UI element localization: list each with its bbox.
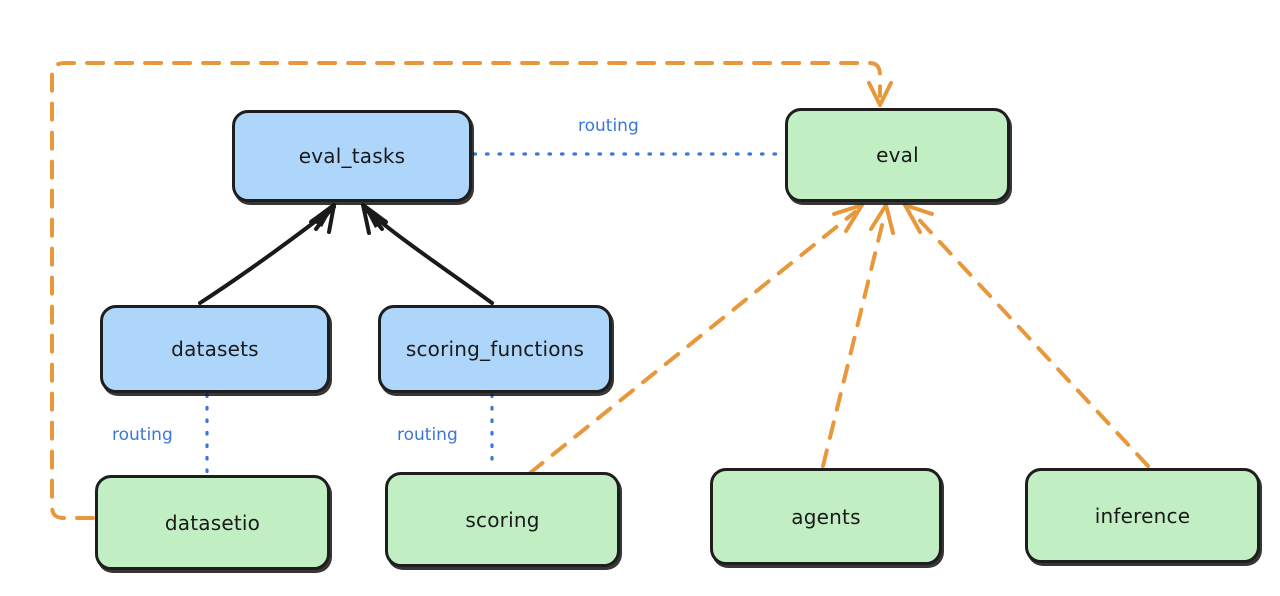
- node-label: datasetio: [164, 510, 261, 535]
- node-eval[interactable]: eval: [785, 108, 1010, 202]
- node-eval-tasks[interactable]: eval_tasks: [232, 110, 472, 202]
- node-label: scoring_functions: [405, 337, 585, 361]
- edge-inference-to-eval: [903, 203, 1150, 468]
- node-scoring-functions[interactable]: scoring_functions: [378, 305, 612, 393]
- node-label: eval: [876, 143, 919, 167]
- node-agents[interactable]: agents: [710, 468, 942, 565]
- edge-scoring_functions-to-eval_tasks: [361, 203, 494, 305]
- node-label: inference: [1094, 503, 1191, 528]
- edge-label-routing-scoring-functions-scoring: routing: [397, 425, 458, 445]
- edge-datasets-to-eval_tasks: [198, 203, 336, 305]
- node-datasets[interactable]: datasets: [100, 305, 330, 393]
- edge-label-routing-datasets-datasetio: routing: [112, 425, 173, 445]
- node-label: agents: [791, 504, 861, 529]
- edge-agents-to-eval: [821, 203, 895, 468]
- node-label: eval_tasks: [298, 144, 406, 168]
- node-label: datasets: [171, 337, 259, 361]
- edge-label-routing-eval-tasks-eval: routing: [578, 116, 639, 136]
- node-scoring[interactable]: scoring: [385, 472, 620, 567]
- node-label: scoring: [465, 507, 540, 532]
- node-datasetio[interactable]: datasetio: [95, 475, 330, 570]
- node-inference[interactable]: inference: [1025, 468, 1260, 563]
